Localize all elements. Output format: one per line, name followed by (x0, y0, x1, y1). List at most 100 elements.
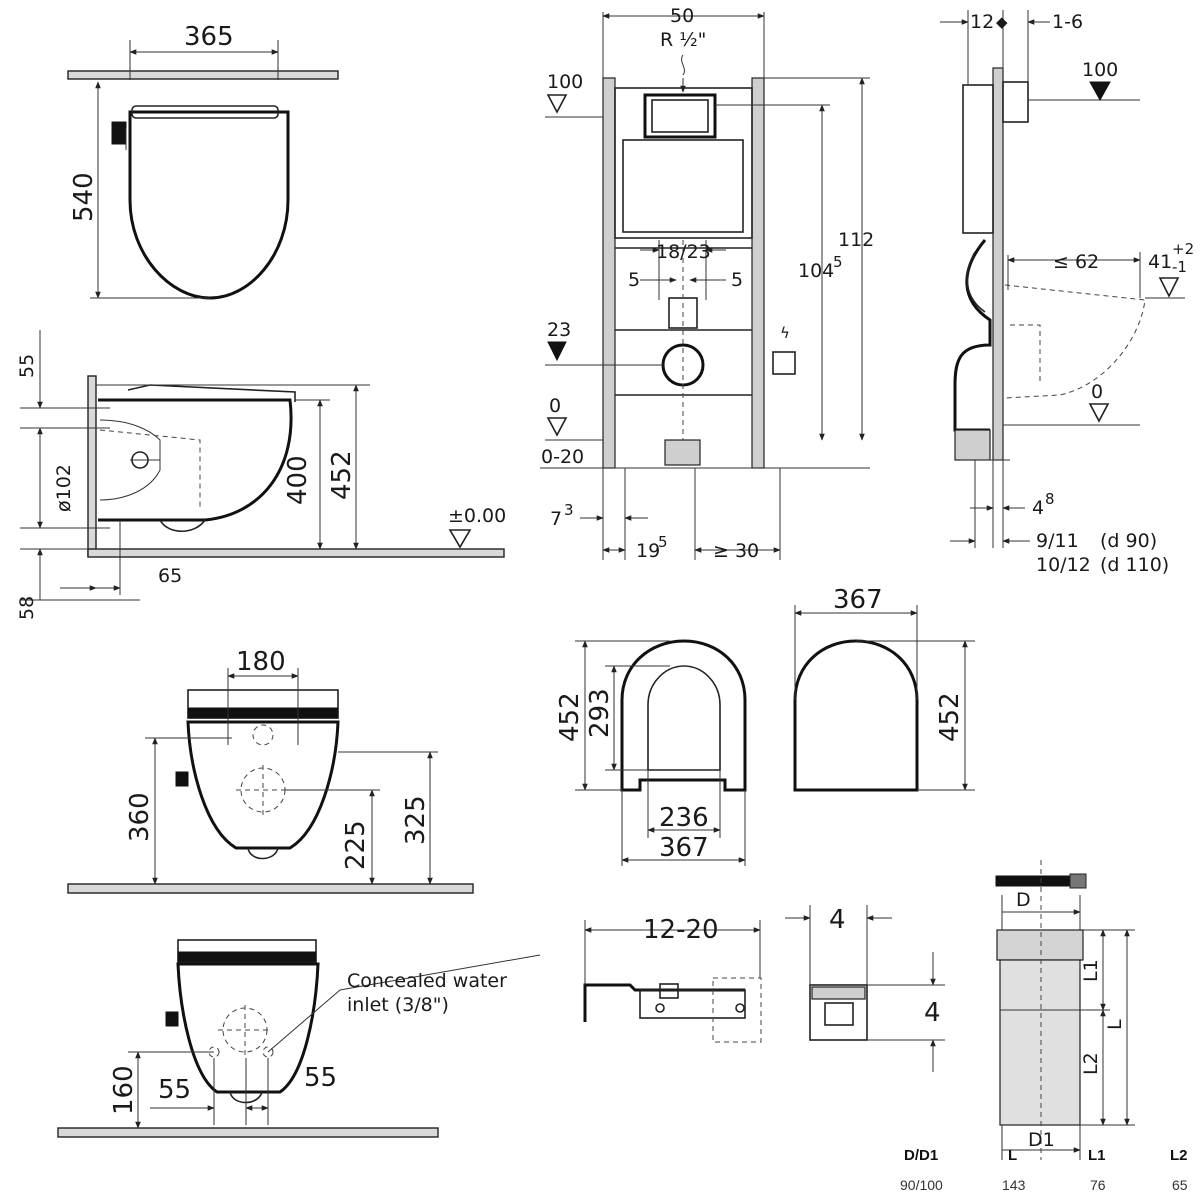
dim-452: 452 (327, 450, 357, 500)
level-marker-0-side (1088, 403, 1110, 423)
dim-5-right: 5 (731, 269, 743, 291)
frame-post-right (751, 77, 765, 469)
wc-top-view: 365 540 (67, 22, 339, 300)
svg-text:ϟ: ϟ (780, 324, 790, 342)
level-marker (448, 529, 472, 549)
dim-le-62: ≤ 62 (1053, 251, 1099, 273)
table-cell-l1: 76 (1090, 1177, 1106, 1193)
flush-plate-side (1002, 81, 1029, 123)
dim-d110: (d 110) (1100, 554, 1169, 576)
dim-12: 12 (970, 11, 994, 33)
dim-65: 65 (158, 565, 182, 587)
power-socket (772, 351, 796, 375)
dim-112: 112 (838, 229, 874, 251)
bowl-body (186, 720, 340, 850)
lvl-0-side: 0 (1091, 381, 1103, 403)
dim-104-sup: 5 (833, 253, 843, 271)
dim-pipe-102: ø102 (53, 464, 75, 512)
table-header-l: L (1008, 1147, 1017, 1164)
range-0-20: 0-20 (541, 446, 584, 468)
dim-55-right: 55 (304, 1063, 337, 1093)
side-control (111, 121, 127, 145)
seat-opening (647, 665, 721, 771)
bowl-front-view: 180 360 225 325 (67, 647, 474, 894)
dim-180: 180 (236, 647, 286, 677)
dim-4-width: 4 (829, 905, 846, 935)
floor-front (67, 883, 474, 894)
level-000: ±0.00 (448, 505, 506, 527)
dim-367-open: 367 (659, 833, 709, 863)
note-concealed-water: Concealed water (347, 970, 507, 992)
dim-50: 50 (670, 5, 694, 27)
frame-side-section: 12 ◆ 1-6 100 ≤ 62 41 +2 -1 0 4 8 9/11 (d… (940, 10, 1194, 576)
table-cell-l: 143 (1002, 1177, 1026, 1193)
pipe-label-d1: D1 (1028, 1129, 1055, 1151)
pipe-body (999, 959, 1081, 1126)
dim-55-left: 55 (158, 1075, 191, 1105)
dim-104: 104 (798, 260, 834, 282)
svg-text:◆: ◆ (996, 13, 1008, 31)
dim-12-20: 12-20 (643, 915, 719, 945)
bowl-profile (98, 398, 293, 522)
frame-post-side (992, 67, 1004, 461)
dim-58: 58 (16, 596, 38, 620)
wall-section (87, 375, 97, 557)
dim-325: 325 (401, 795, 431, 845)
lvl-100-side: 100 (1082, 59, 1118, 81)
seat-ring (620, 639, 747, 792)
table-header-l1: L1 (1088, 1147, 1106, 1164)
dim-360: 360 (125, 792, 155, 842)
dim-452-closed: 452 (935, 692, 965, 742)
dim-1-6: 1-6 (1052, 11, 1083, 33)
cistern-side (962, 84, 994, 234)
dim-365: 365 (184, 22, 234, 52)
seat-top-2 (177, 939, 317, 963)
pipe-dimension-table: D/D1 L L1 L2 90/100 143 76 65 (900, 1147, 1188, 1193)
bowl-body-2 (176, 962, 320, 1094)
dim-293: 293 (585, 688, 615, 738)
table-cell-l2: 65 (1172, 1177, 1188, 1193)
seat-open-view: 452 293 236 367 (555, 639, 747, 866)
dim-160: 160 (109, 1065, 139, 1115)
bowl-inlet-view: Concealed water inlet (3/8") 160 55 55 (57, 939, 541, 1138)
table-header-l2: L2 (1170, 1147, 1188, 1164)
lvl-0: 0 (549, 395, 561, 417)
dim-225: 225 (341, 820, 371, 870)
lvl-23: 23 (547, 319, 571, 341)
dim-7-sup: 3 (564, 501, 574, 519)
dim-5-left: 5 (628, 269, 640, 291)
bracket-clip (809, 984, 868, 1041)
dim-ge-30: ≥ 30 (713, 540, 759, 562)
note-inlet-size: inlet (3/8") (347, 994, 449, 1016)
bowl-outline (128, 110, 290, 300)
cistern (614, 87, 753, 239)
level-marker-0 (546, 417, 568, 437)
dim-367-closed: 367 (833, 585, 883, 615)
dim-236: 236 (659, 803, 709, 833)
seat-closed-view: 367 452 (793, 585, 975, 792)
floor-section (87, 548, 505, 558)
dim-452-open: 452 (555, 692, 585, 742)
mounting-bracket: 12-20 4 4 (583, 905, 945, 1072)
wc-side-view: 55 ø102 58 400 452 65 ±0.00 (16, 330, 506, 620)
flush-plate (643, 93, 717, 139)
table-header-d: D/D1 (904, 1147, 938, 1164)
pipe-label-l: L (1104, 1019, 1126, 1030)
lvl-100: 100 (547, 71, 583, 93)
dim-4-sup: 8 (1045, 490, 1055, 508)
dim-10-12: 10/12 (1036, 554, 1091, 576)
dim-4-height: 4 (924, 998, 941, 1028)
dim-4: 4 (1032, 497, 1044, 519)
pipe-socket (996, 929, 1084, 961)
dim-19-sup: 5 (658, 533, 668, 551)
level-marker-23 (547, 341, 567, 362)
pipe-label-l1: L1 (1080, 959, 1102, 982)
thread-r12: R ½" (660, 29, 706, 51)
dim-41-sub: -1 (1172, 258, 1187, 276)
dim-41-sup: +2 (1172, 240, 1194, 258)
dim-7: 7 (550, 508, 562, 530)
table-cell-d: 90/100 (900, 1177, 943, 1193)
level-marker-100-side (1089, 81, 1111, 102)
dim-18-23: 18/23 (656, 241, 711, 263)
